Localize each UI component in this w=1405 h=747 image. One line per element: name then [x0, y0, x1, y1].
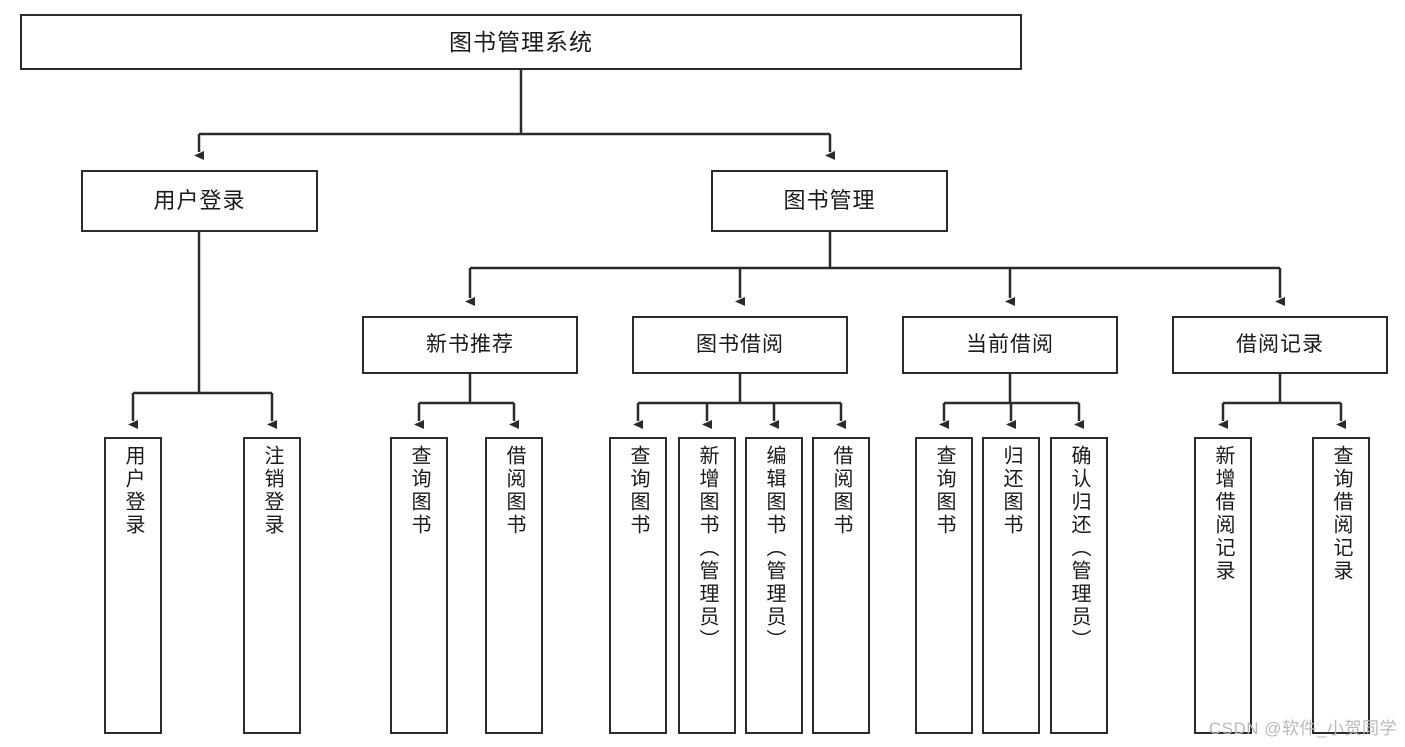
node-leaf-user-login-label: 用户登录	[122, 445, 144, 537]
node-leaf-query-record-label: 查询借阅记录	[1330, 445, 1352, 583]
node-leaf-add-record-label: 新增借阅记录	[1212, 445, 1234, 583]
node-leaf-query-book-2[interactable]: 查询图书	[609, 437, 667, 734]
node-leaf-return-book-label: 归还图书	[1000, 445, 1022, 537]
node-leaf-return-book[interactable]: 归还图书	[982, 437, 1040, 734]
node-leaf-query-book-3[interactable]: 查询图书	[915, 437, 973, 734]
node-borrow-record[interactable]: 借阅记录	[1172, 316, 1388, 374]
node-user-login-label: 用户登录	[153, 188, 246, 214]
node-leaf-add-book-label: 新增图书（管理员）	[696, 445, 718, 652]
node-leaf-edit-book[interactable]: 编辑图书（管理员）	[745, 437, 803, 734]
node-book-borrow[interactable]: 图书借阅	[632, 316, 848, 374]
node-book-manage-label: 图书管理	[783, 188, 876, 214]
node-leaf-query-book-3-label: 查询图书	[933, 445, 955, 537]
node-leaf-borrow-book-1-label: 借阅图书	[503, 445, 525, 537]
node-leaf-query-book-1[interactable]: 查询图书	[390, 437, 448, 734]
node-root[interactable]: 图书管理系统	[20, 14, 1022, 70]
node-current-borrow[interactable]: 当前借阅	[902, 316, 1118, 374]
node-leaf-confirm-return-label: 确认归还（管理员）	[1068, 445, 1090, 652]
node-book-borrow-label: 图书借阅	[696, 332, 784, 356]
node-borrow-record-label: 借阅记录	[1236, 332, 1324, 356]
node-new-book-rec-label: 新书推荐	[426, 332, 514, 356]
node-leaf-add-book[interactable]: 新增图书（管理员）	[678, 437, 736, 734]
node-root-label: 图书管理系统	[449, 28, 593, 55]
node-leaf-borrow-book-1[interactable]: 借阅图书	[485, 437, 543, 734]
node-leaf-confirm-return[interactable]: 确认归还（管理员）	[1050, 437, 1108, 734]
node-leaf-borrow-book-2[interactable]: 借阅图书	[812, 437, 870, 734]
node-leaf-query-book-2-label: 查询图书	[627, 445, 649, 537]
node-leaf-query-record[interactable]: 查询借阅记录	[1312, 437, 1370, 734]
node-new-book-rec[interactable]: 新书推荐	[362, 316, 578, 374]
node-book-manage[interactable]: 图书管理	[711, 170, 948, 232]
node-leaf-edit-book-label: 编辑图书（管理员）	[763, 445, 785, 652]
node-leaf-add-record[interactable]: 新增借阅记录	[1194, 437, 1252, 734]
node-user-login[interactable]: 用户登录	[81, 170, 318, 232]
node-leaf-logout-label: 注销登录	[261, 445, 283, 537]
node-leaf-borrow-book-2-label: 借阅图书	[830, 445, 852, 537]
node-leaf-query-book-1-label: 查询图书	[408, 445, 430, 537]
node-leaf-user-login[interactable]: 用户登录	[104, 437, 162, 734]
node-current-borrow-label: 当前借阅	[966, 332, 1054, 356]
node-leaf-logout[interactable]: 注销登录	[243, 437, 301, 734]
